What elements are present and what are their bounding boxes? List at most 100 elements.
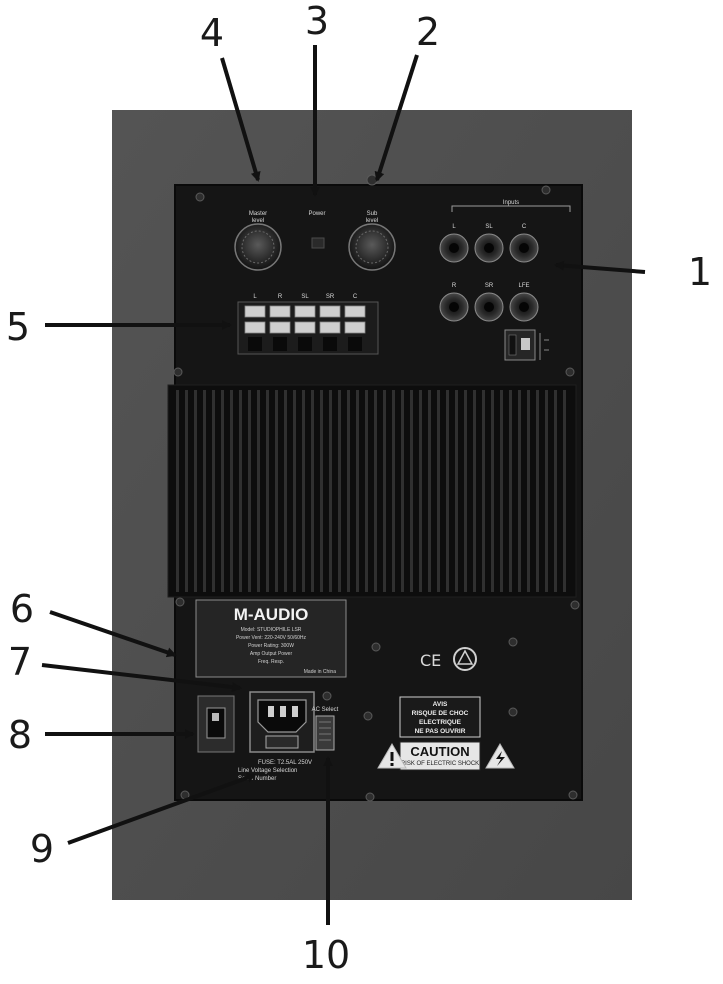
master-level-knob[interactable] (234, 223, 282, 271)
callout-6: 6 (10, 587, 34, 631)
shock-warning-label (399, 696, 481, 738)
callout-8: 8 (8, 713, 32, 757)
heat-sink-fin (401, 390, 404, 592)
heat-sink-fin (239, 390, 242, 592)
terminal-label-sl: SL (301, 294, 309, 300)
plate-line-3: Power Rating: 300W (248, 643, 294, 649)
line-input-jacks (439, 233, 539, 322)
fuse-label: FUSE: T2.5AL 250V (258, 760, 312, 766)
power-switch[interactable] (197, 695, 235, 753)
terminal-label-c: C (353, 294, 358, 300)
inputs-header: Inputs (503, 200, 519, 206)
callout-9: 9 (30, 827, 54, 871)
heat-sink-fin (230, 390, 233, 592)
heat-sink-fin (446, 390, 449, 592)
power-label: Power (308, 211, 325, 217)
heat-sink-fin (221, 390, 224, 592)
mode-switch-block[interactable] (504, 329, 549, 361)
heat-sink-fin (500, 390, 503, 592)
ac-power-inlet[interactable] (249, 691, 315, 753)
jack-label-l: L (452, 224, 456, 230)
ac-voltage-select-switch[interactable] (315, 715, 335, 751)
heat-sink-fin (455, 390, 458, 592)
jack-lfe[interactable] (509, 292, 539, 322)
plate-line-5: Freq. Resp. (258, 659, 284, 665)
heat-sink-fins (176, 390, 566, 592)
heat-sink-fin (473, 390, 476, 592)
arrow-9 (67, 773, 257, 845)
heat-sink (167, 384, 577, 598)
plate-line-1: Model: STUDIOPHILE LSR (241, 627, 302, 633)
heat-sink-fin (257, 390, 260, 592)
master-knob-title: Master (249, 211, 267, 217)
callout-10: 10 (302, 933, 350, 977)
warning-line-3: ELECTRIQUE (419, 719, 462, 726)
sub-knob-sub: level (366, 218, 378, 224)
jack-label-sr: SR (485, 283, 494, 289)
master-knob-sub: level (252, 218, 264, 224)
sub-knob-title: Sub (367, 211, 378, 217)
caution-label (399, 741, 481, 771)
heat-sink-fin (293, 390, 296, 592)
ce-mark: CE (420, 651, 441, 670)
heat-sink-fin (545, 390, 548, 592)
heat-sink-fin (518, 390, 521, 592)
heat-sink-fin (419, 390, 422, 592)
heat-sink-fin (302, 390, 305, 592)
ac-select-label: AC Select (312, 707, 339, 713)
caution-text: CAUTION (410, 744, 469, 759)
heat-sink-fin (194, 390, 197, 592)
heat-sink-fin (329, 390, 332, 592)
plate-line-6: Made in China (304, 669, 336, 675)
terminal-label-r: R (278, 294, 283, 300)
plate-line-4: Amp Output Power (250, 651, 293, 657)
heat-sink-fin (374, 390, 377, 592)
callout-5: 5 (6, 305, 30, 349)
callout-2: 2 (416, 10, 440, 54)
sub-level-knob[interactable] (348, 223, 396, 271)
jack-r[interactable] (439, 292, 469, 322)
jack-label-sl: SL (485, 224, 493, 230)
warning-line-4: NE PAS OUVRIR (415, 728, 466, 735)
certification-icon (453, 647, 477, 671)
jack-l[interactable] (439, 233, 469, 263)
heat-sink-fin (176, 390, 179, 592)
power-indicator (311, 237, 325, 249)
callout-1: 1 (688, 250, 712, 294)
jack-c[interactable] (509, 233, 539, 263)
heat-sink-fin (311, 390, 314, 592)
heat-sink-fin (284, 390, 287, 592)
heat-sink-fin (320, 390, 323, 592)
arrow-7 (41, 663, 242, 693)
arrow-2 (374, 54, 419, 182)
jack-sl[interactable] (474, 233, 504, 263)
heat-sink-fin (527, 390, 530, 592)
heat-sink-fin (365, 390, 368, 592)
heat-sink-fin (428, 390, 431, 592)
plate-screws (173, 174, 580, 802)
callout-7: 7 (8, 640, 32, 684)
warning-exclamation-icon (377, 743, 407, 769)
callout-4: 4 (200, 11, 224, 55)
jack-label-r: R (452, 283, 457, 289)
heat-sink-fin (536, 390, 539, 592)
heat-sink-fin (437, 390, 440, 592)
callout-arrows (41, 45, 646, 925)
info-plate (195, 599, 347, 678)
heat-sink-fin (266, 390, 269, 592)
heat-sink-fin (554, 390, 557, 592)
heat-sink-fin (248, 390, 251, 592)
heat-sink-fin (338, 390, 341, 592)
heat-sink-fin (347, 390, 350, 592)
warning-line-2: RISQUE DE CHOC (412, 710, 469, 717)
jack-sr[interactable] (474, 292, 504, 322)
plate-line-2: Power Vent: 220-240V 50/60Hz (236, 635, 307, 641)
terminal-label-l: L (253, 294, 257, 300)
serial-label: Serial Number (238, 776, 276, 782)
warning-line-1: AVIS (433, 701, 448, 708)
heat-sink-fin (563, 390, 566, 592)
jack-label-lfe: LFE (518, 283, 529, 289)
arrow-6 (49, 610, 177, 658)
jack-label-c: C (522, 224, 527, 230)
